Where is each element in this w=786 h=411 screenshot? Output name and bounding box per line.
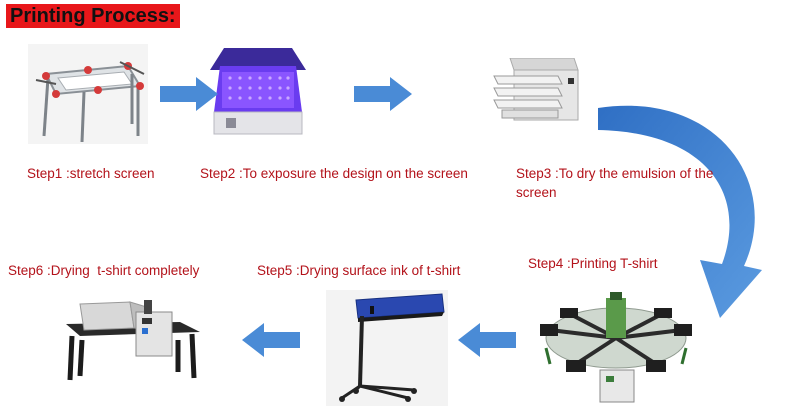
curved-arrow-icon <box>598 105 762 318</box>
arrow-right-icon <box>160 77 218 111</box>
arrow-right-icon <box>354 77 412 111</box>
flash-dryer-image <box>326 290 448 406</box>
step-5-label: Step5 :Drying surface ink of t-shirt <box>257 263 461 278</box>
carousel-printer-image <box>540 292 692 403</box>
page-title: Printing Process: <box>6 4 180 28</box>
step-6-label: Step6 :Drying t-shirt completely <box>8 263 200 278</box>
step-1-label: Step1 :stretch screen <box>27 166 155 181</box>
step-3-label: Step3 :To dry the emulsion of the screen <box>516 166 714 200</box>
drying-cabinet-image <box>493 58 579 121</box>
step-2-label: Step2 :To exposure the design on the scr… <box>200 166 468 181</box>
tunnel-dryer-image <box>66 300 200 381</box>
arrow-left-icon <box>458 323 516 357</box>
arrow-left-icon <box>242 323 300 357</box>
exposure-unit-image <box>210 48 306 135</box>
screen-stretcher-image <box>28 44 148 144</box>
step-4-label: Step4 :Printing T-shirt <box>528 256 658 271</box>
